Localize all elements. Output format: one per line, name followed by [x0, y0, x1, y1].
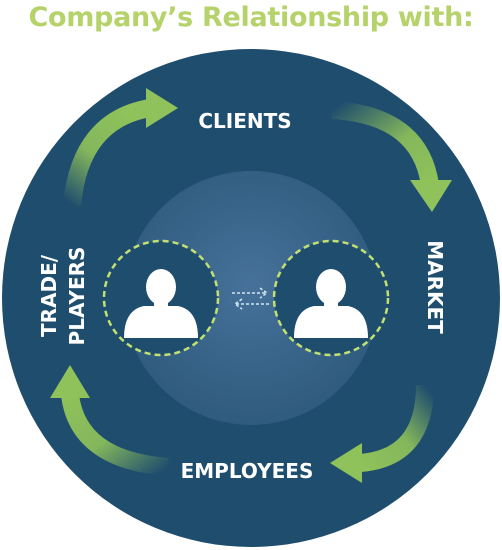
right-person [272, 239, 390, 357]
label-trade-players: TRADE/ PLAYERS [37, 247, 89, 346]
curved-arrow-icon [63, 88, 178, 206]
curved-arrow-icon [50, 365, 169, 476]
left-person [102, 239, 220, 357]
inner-circle [124, 171, 378, 425]
label-market: MARKET [423, 240, 447, 334]
exchange-arrows-icon [232, 287, 270, 310]
label-players: PLAYERS [65, 247, 89, 346]
person-icon [294, 269, 368, 338]
curved-arrow-icon [331, 101, 452, 212]
diagram-title: Company’s Relationship with: [28, 2, 474, 33]
label-employees: EMPLOYEES [181, 459, 314, 483]
label-trade: TRADE/ [37, 254, 61, 337]
person-icon [124, 269, 198, 338]
curved-arrow-icon [330, 384, 434, 483]
label-clients: CLIENTS [198, 109, 291, 133]
